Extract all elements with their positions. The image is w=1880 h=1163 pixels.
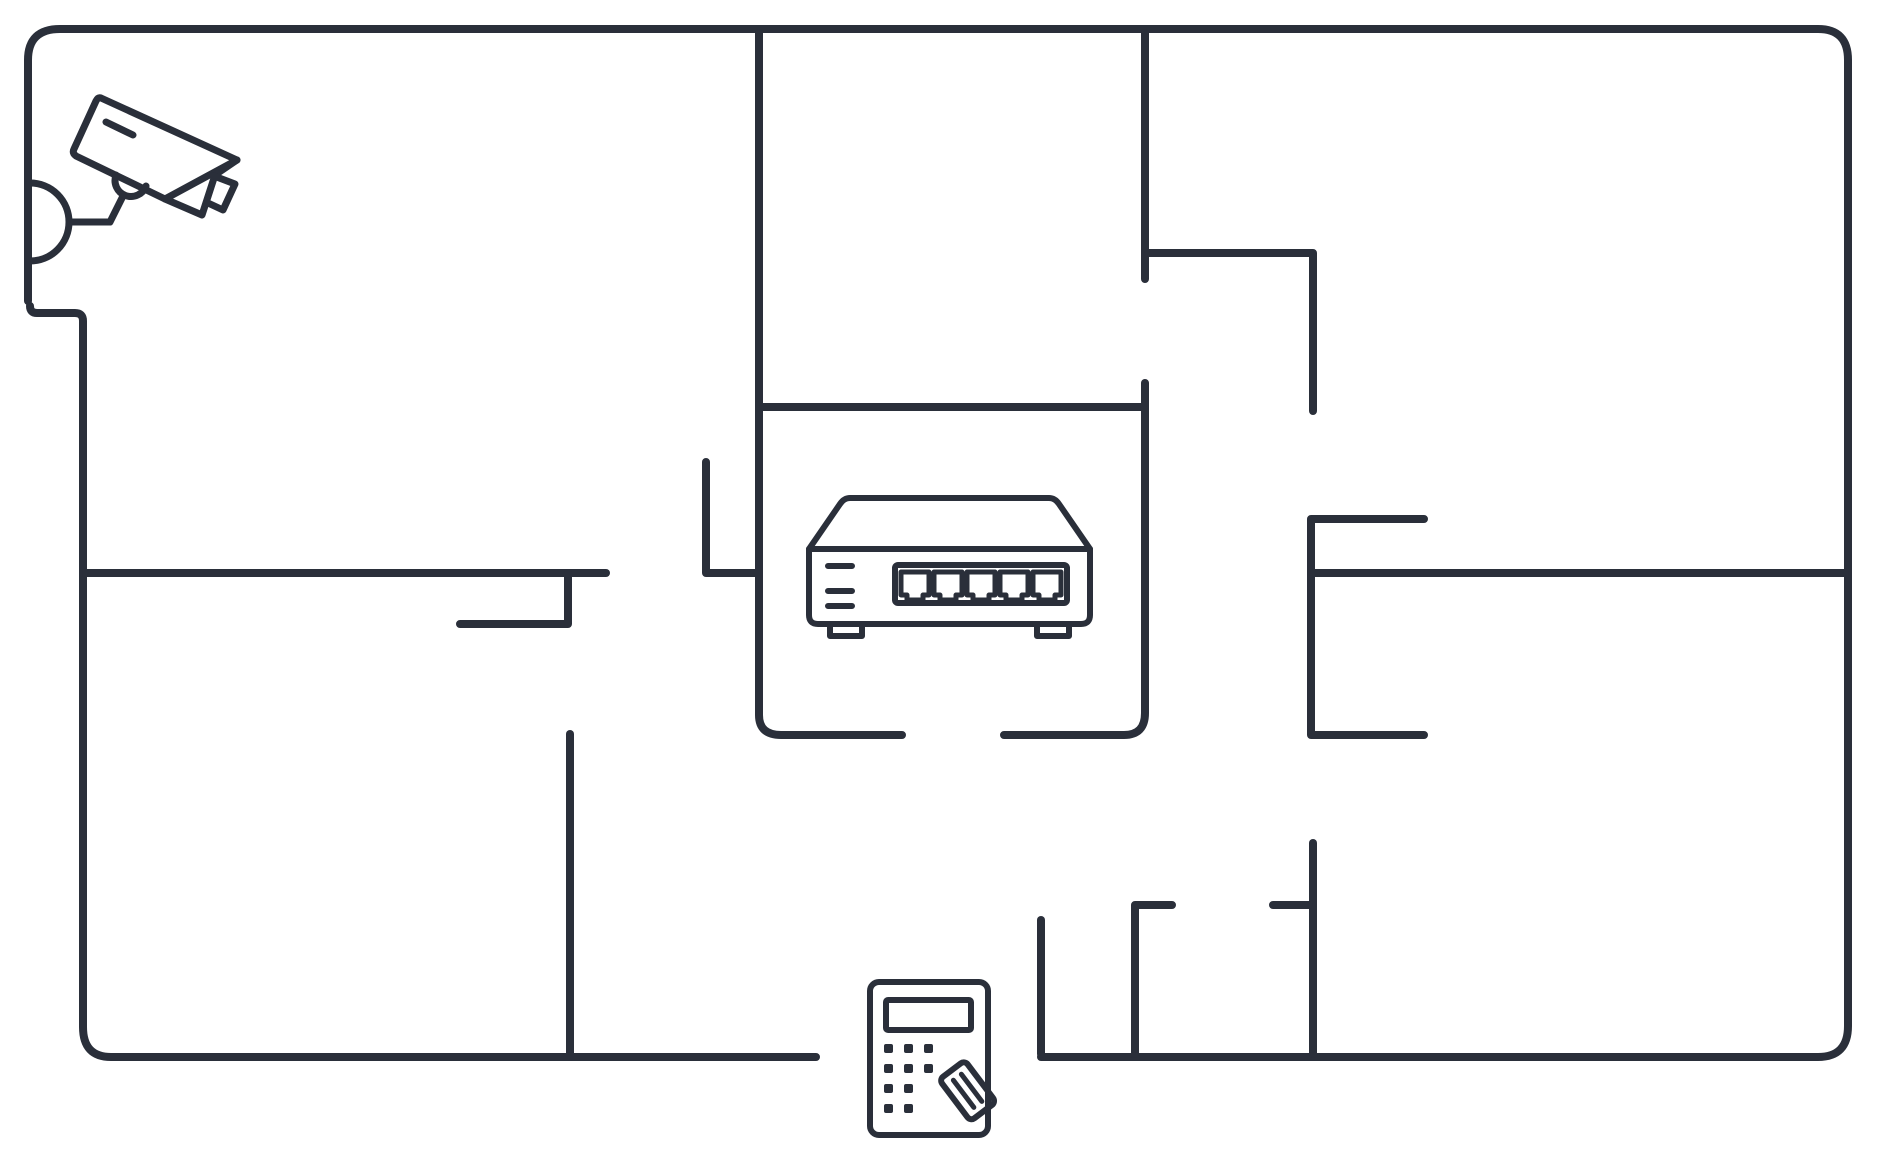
wall-stub-left — [702, 458, 759, 577]
switch-port — [1030, 569, 1064, 603]
keypad-key — [904, 1044, 913, 1053]
wall-right-upper — [1144, 249, 1317, 415]
switch-port — [898, 569, 932, 603]
keypad-key — [884, 1104, 893, 1113]
keypad-key — [924, 1044, 933, 1053]
keypad-icon — [867, 979, 998, 1138]
outer-wall — [24, 25, 1852, 1061]
keypad-key — [884, 1044, 893, 1053]
wall-central-left — [755, 29, 906, 739]
outer-wall-bottom-left — [26, 302, 820, 1061]
wall-left-closet — [456, 569, 572, 628]
keypad-key — [904, 1064, 913, 1073]
keypad-key — [904, 1104, 913, 1113]
wall-right-middle — [1307, 515, 1428, 739]
keypad-key — [884, 1064, 893, 1073]
switch-port — [931, 569, 965, 603]
keypad-key — [924, 1064, 933, 1073]
wall-bottom-stub-2 — [1131, 901, 1176, 1058]
keypad-key — [884, 1084, 893, 1093]
switch-port — [964, 569, 998, 603]
network-switch-icon — [806, 495, 1093, 639]
wall-central-right — [1000, 379, 1149, 739]
keypad-key — [904, 1084, 913, 1093]
walls — [24, 25, 1852, 1061]
switch-port — [997, 569, 1031, 603]
security-camera-icon — [26, 94, 241, 265]
